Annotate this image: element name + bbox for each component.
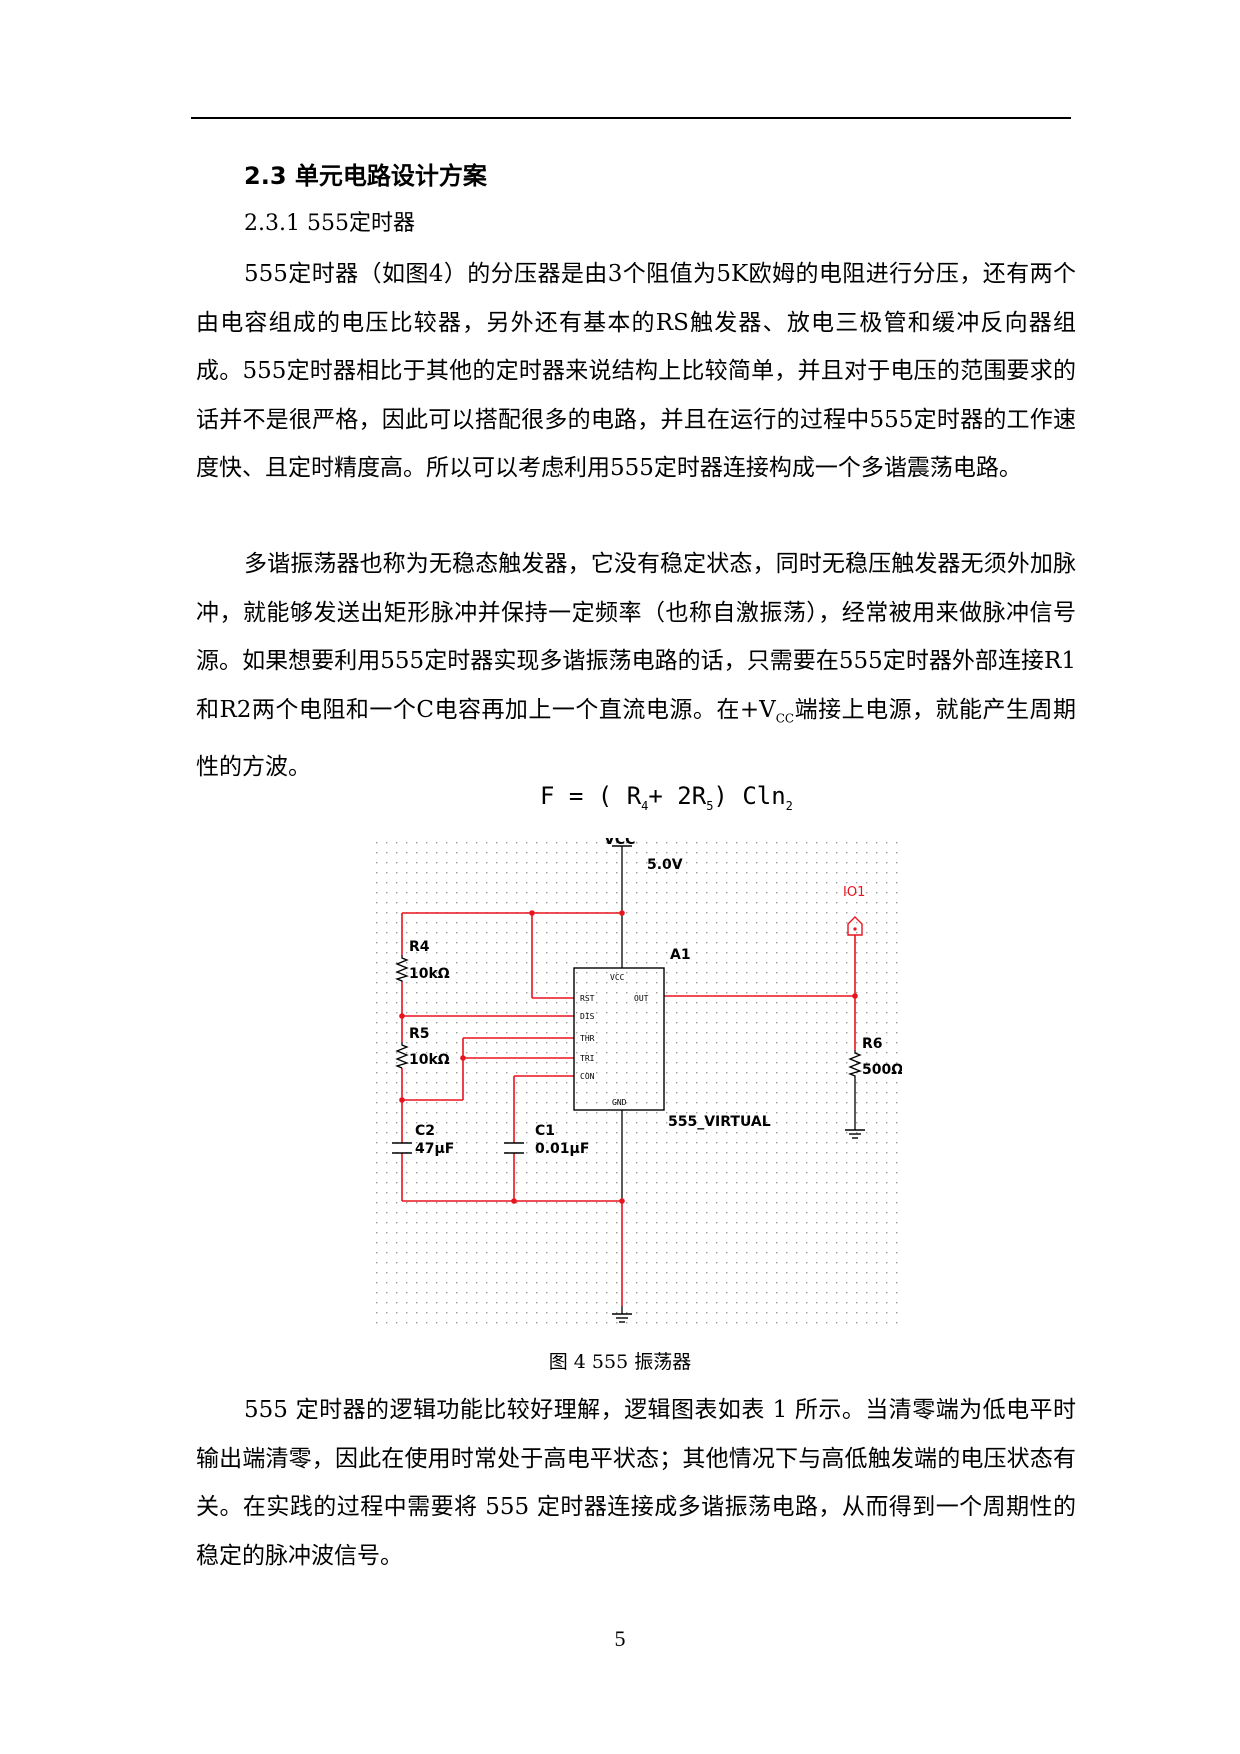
header-rule	[191, 117, 1071, 119]
page-number: 5	[614, 1626, 626, 1651]
vcc-value: 5.0V	[647, 857, 683, 873]
chip-ref: A1	[670, 947, 691, 963]
vcc-subscript: CC	[775, 711, 795, 726]
pin-gnd: GND	[612, 1098, 627, 1107]
chip-model: 555_VIRTUAL	[668, 1114, 771, 1130]
pin-vcc: VCC	[610, 973, 625, 982]
resistor-r4	[395, 955, 409, 982]
subsection-title: 2.3.1 555定时器	[244, 211, 415, 236]
c2-label: C2	[415, 1123, 435, 1139]
c1-label: C1	[535, 1123, 555, 1139]
vcc-label: VCC	[604, 838, 635, 848]
pin-tri: TRI	[580, 1054, 595, 1063]
r6-label: R6	[862, 1036, 883, 1052]
resistor-r6	[848, 1050, 862, 1078]
wires	[401, 912, 856, 1306]
pin-dis: DIS	[580, 1012, 595, 1021]
figure-caption: 图 4 555 振荡器	[548, 1351, 692, 1373]
paragraph-2-tail: 端接上电源，就能产生周期性的方波。	[196, 696, 1077, 780]
pin-out: OUT	[634, 994, 649, 1003]
resistor-r5	[395, 1042, 409, 1069]
r5-value: 10kΩ	[409, 1052, 450, 1068]
formula-part: F = ( R	[540, 782, 642, 810]
ground-icon	[845, 1129, 865, 1139]
probe-io1: IO1	[843, 885, 865, 936]
pin-rst: RST	[580, 994, 595, 1003]
frequency-formula: F = ( R4+ 2R5) Cln2	[540, 782, 793, 813]
r6-value: 500Ω	[862, 1062, 902, 1078]
r5-label: R5	[409, 1026, 430, 1042]
r4-value: 10kΩ	[409, 966, 450, 982]
junction-dots	[399, 910, 858, 1204]
capacitor-c1	[504, 1142, 524, 1154]
formula-sub: 2	[785, 798, 793, 813]
formula-sub: 5	[706, 798, 714, 813]
paragraph-3: 555 定时器的逻辑功能比较好理解，逻辑图表如表 1 所示。当清零端为低电平时输…	[196, 1397, 1076, 1569]
capacitor-c2	[392, 1142, 412, 1154]
formula-part: + 2R	[648, 782, 707, 810]
paragraph-1: 555定时器（如图4）的分压器是由3个阻值为5K欧姆的电阻进行分压，还有两个由电…	[196, 261, 1076, 481]
r4-label: R4	[409, 939, 430, 955]
paragraph-2: 多谐振荡器也称为无稳态触发器，它没有稳定状态，同时无稳压触发器无须外加脉冲，就能…	[196, 540, 1076, 791]
c2-value: 47µF	[415, 1141, 454, 1157]
paragraph-2-text: 多谐振荡器也称为无稳态触发器，它没有稳定状态，同时无稳压触发器无须外加脉冲，就能…	[196, 551, 1076, 723]
section-title: 2.3 单元电路设计方案	[244, 162, 487, 190]
formula-part: ) Cln	[713, 782, 786, 810]
schematic-grid	[372, 838, 902, 1328]
component-leads	[621, 846, 856, 1314]
probe-label: IO1	[843, 885, 865, 900]
ic-555	[573, 967, 665, 1111]
ground-icon	[612, 1313, 632, 1323]
oscillator-schematic: VCC 5.0V IO1 A1 555_VIRTUAL VCC RST OUT …	[372, 838, 902, 1328]
pin-thr: THR	[580, 1034, 595, 1043]
formula-sub: 4	[641, 798, 649, 813]
pin-con: CON	[580, 1072, 595, 1081]
c1-value: 0.01µF	[535, 1141, 589, 1157]
